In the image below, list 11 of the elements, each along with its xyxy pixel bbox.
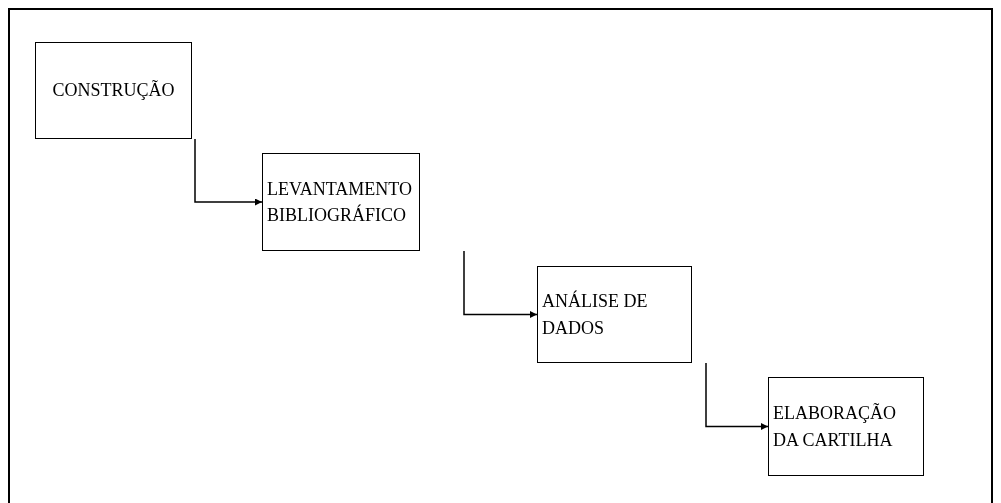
process-box: [35, 42, 192, 139]
step-label: ELABORAÇÃO DA CARTILHA: [773, 402, 897, 452]
arrow: [463, 250, 538, 318]
arrow: [194, 138, 263, 206]
arrow: [705, 362, 769, 430]
step-label: LEVANTAMENTO BIBLIOGRÁFICO: [267, 177, 413, 227]
step-label: ANÁLISE DE DADOS: [542, 289, 649, 340]
process-box: [537, 266, 692, 363]
process-box: [768, 377, 924, 476]
process-box: [262, 153, 420, 251]
step-label: CONSTRUÇÃO: [52, 79, 175, 103]
